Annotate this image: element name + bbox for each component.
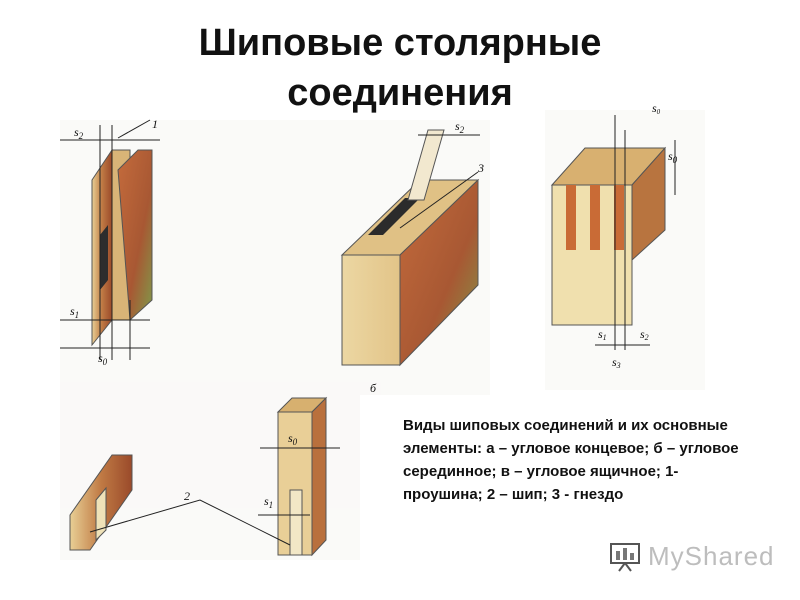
label-s3-c: s3 [612,355,621,370]
label-s2-c: s2 [640,327,649,342]
joint-a [60,119,160,360]
joint-d [69,396,340,557]
label-num-2: 2 [184,489,190,503]
label-num-1: 1 [152,117,158,131]
presentation-board-icon [610,543,640,572]
label-s0-d: s0 [288,431,298,447]
label-num-3: 3 [477,161,484,175]
label-s1-c: s1 [598,327,607,342]
page-title: Шиповые столярные соединения [100,18,700,118]
label-b-letter: б [370,381,377,395]
title-line-1: Шиповые столярные [198,22,602,64]
label-s0-c: s0 [668,149,678,165]
title-line-2: соединения [287,72,513,114]
label-s2-a: s2 [74,125,84,141]
label-s2-b: s2 [455,119,465,135]
watermark-logo: MyShared [608,536,778,576]
joint-b [340,129,480,367]
figure-caption: Виды шиповых соединений и их основные эл… [403,417,739,503]
label-s1-d: s1 [264,494,273,510]
label-s0-top-c: s0 [652,101,661,116]
label-s1-a: s1 [70,304,79,320]
label-s0-a: s0 [98,351,108,367]
joint-c [550,115,676,350]
logo-text: MyShared [648,540,775,571]
